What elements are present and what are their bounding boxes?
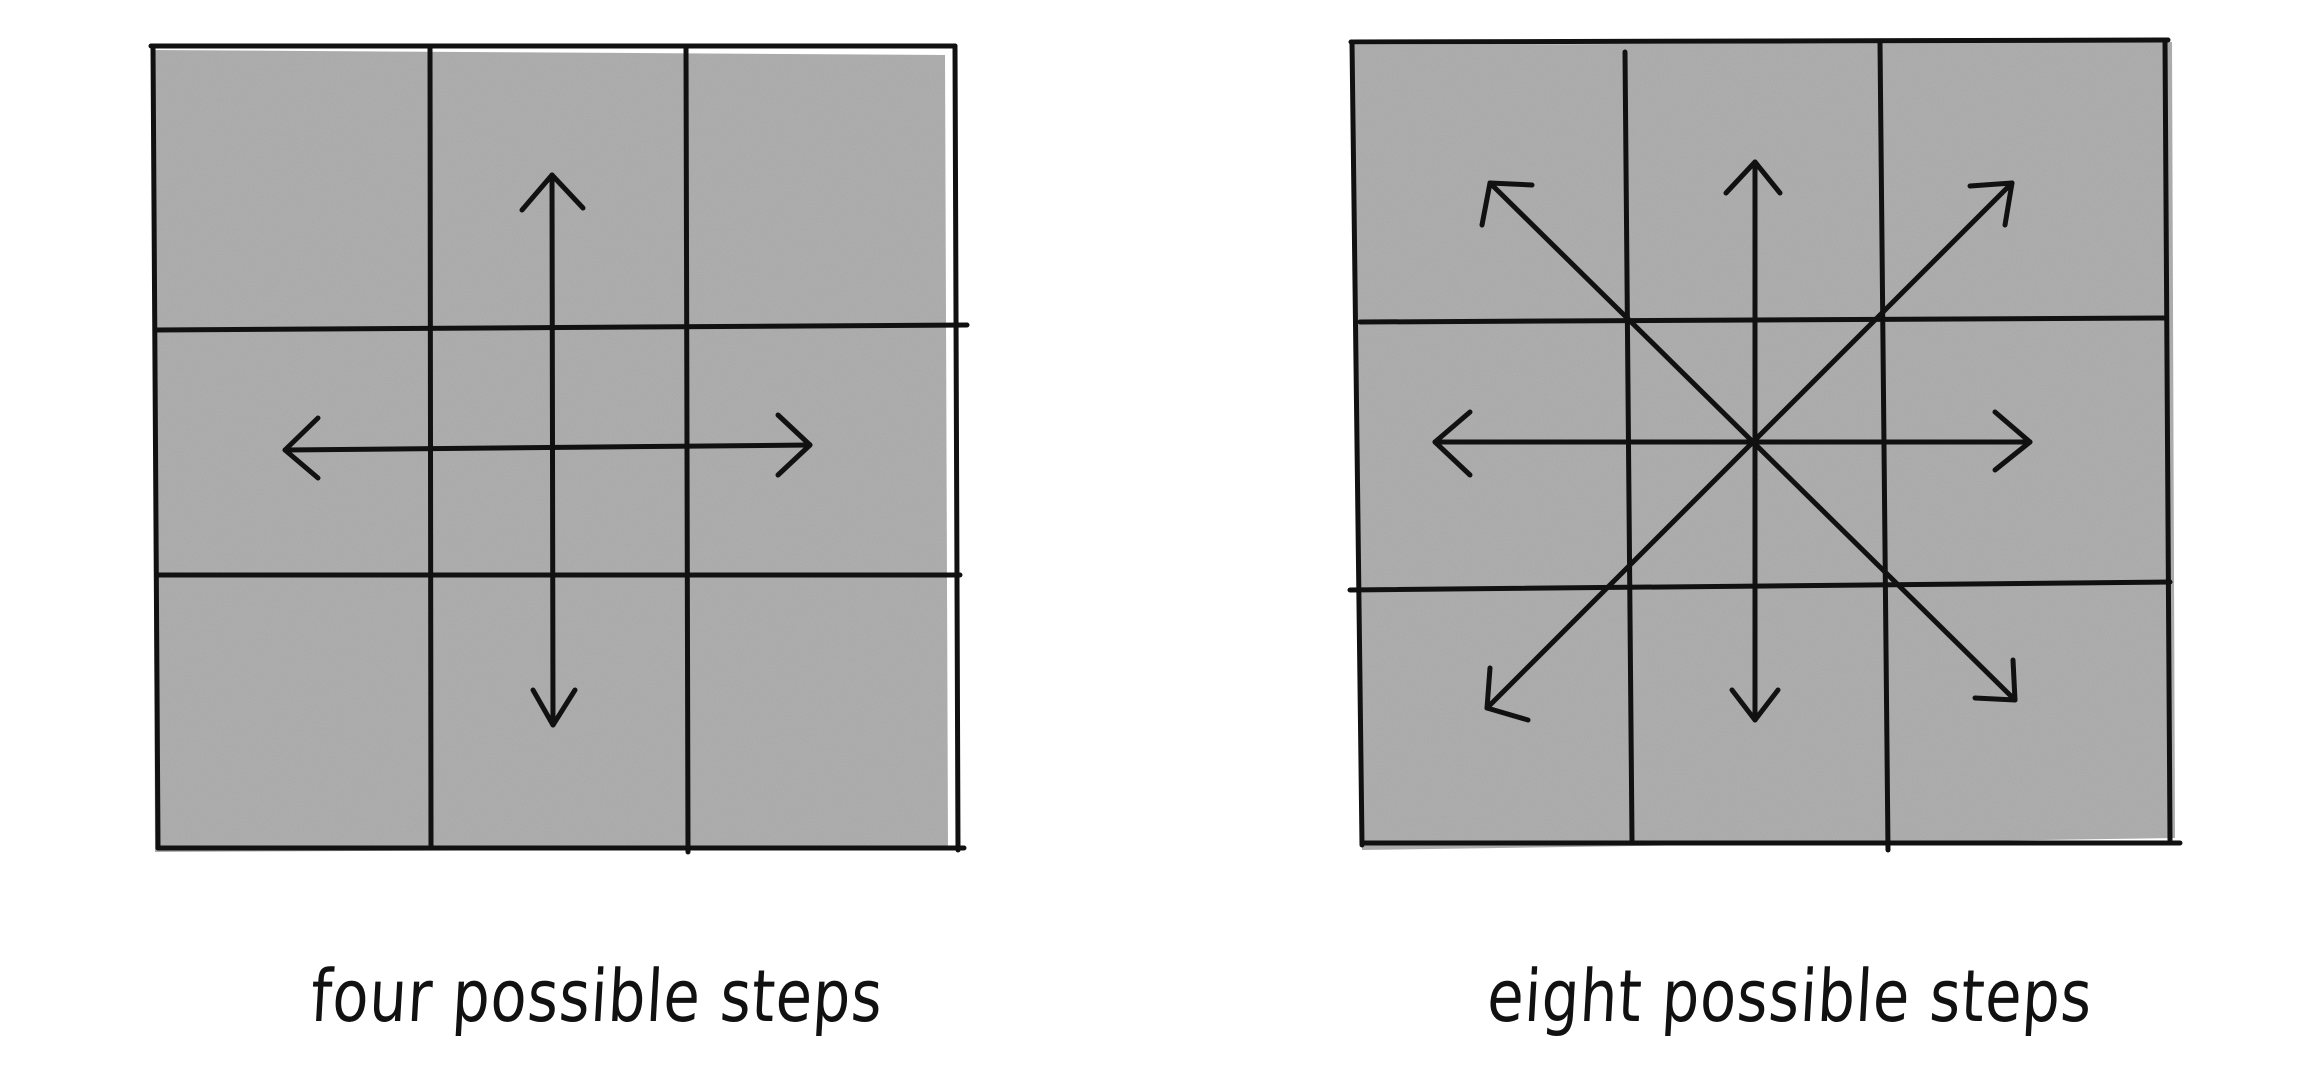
panel-four-steps	[148, 43, 970, 855]
arrow-head-right-icon	[1992, 409, 2033, 473]
arrow-shaft-horizontal	[282, 442, 813, 453]
arrow-head-down-icon	[1729, 687, 1781, 723]
arrow-head-down-left-icon	[1484, 665, 1531, 723]
grid-line-horizontal-2	[1347, 579, 2173, 593]
grid-fill	[152, 50, 948, 852]
arrow-head-down-icon	[530, 687, 578, 728]
panel-eight-steps	[1347, 37, 2183, 853]
grid-line-vertical-2	[1877, 39, 1891, 853]
grid-border-top	[1348, 37, 2171, 45]
arrow-head-left-icon	[282, 415, 321, 481]
arrow-head-up-icon	[1723, 159, 1783, 196]
grid-border-right	[952, 43, 961, 853]
caption-eight-possible-steps: eight possible steps	[1485, 954, 2095, 1038]
grid-line-horizontal-1	[153, 322, 970, 333]
grid-border-right	[2162, 37, 2173, 843]
grid-line-vertical-2	[683, 43, 691, 855]
grid-line-vertical-1	[1622, 49, 1635, 843]
arrow-shaft-vertical	[549, 172, 556, 728]
arrow-shaft-diagonal-2	[1484, 180, 2015, 711]
arrow-head-up-icon	[519, 172, 586, 213]
arrow-head-up-left-icon	[1479, 180, 1535, 228]
arrows-eight	[1432, 159, 2033, 723]
arrow-head-down-right-icon	[1972, 657, 2018, 703]
arrow-head-up-right-icon	[1967, 180, 2015, 228]
grid-line-horizontal-1	[1357, 315, 2168, 325]
arrow-head-left-icon	[1432, 409, 1473, 478]
grid-fill	[1352, 42, 2175, 850]
grid-border-left	[150, 43, 161, 851]
arrow-head-right-icon	[775, 412, 813, 478]
caption-four-possible-steps: four possible steps	[308, 954, 886, 1038]
arrows-four	[282, 172, 813, 728]
grid-lines	[1347, 37, 2183, 853]
grid-border-left	[1349, 39, 1365, 848]
